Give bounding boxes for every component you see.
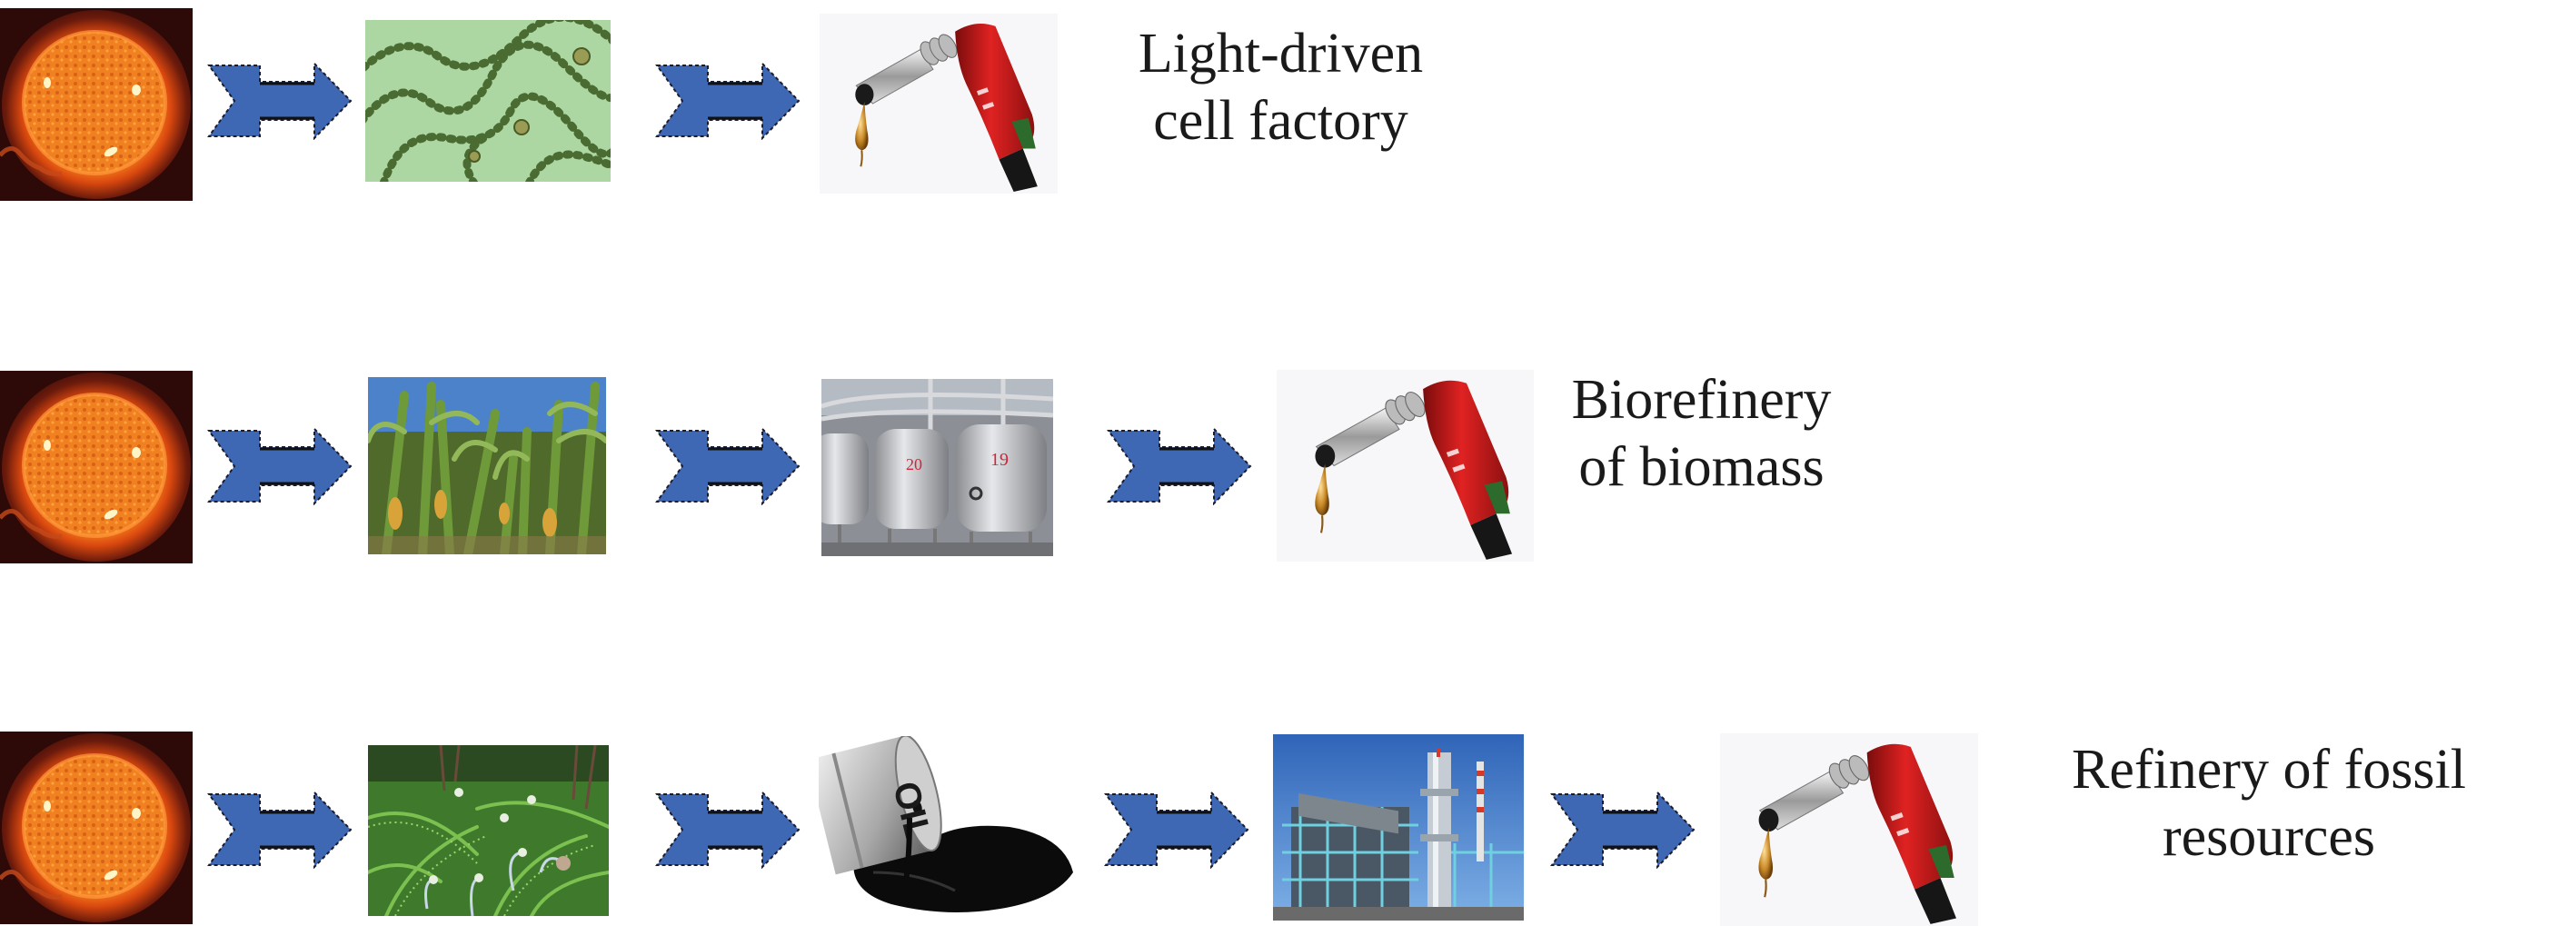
sun-icon (0, 732, 193, 924)
right-arrow-icon (655, 427, 801, 505)
label-line: resources (2162, 806, 2376, 868)
right-arrow-icon (207, 62, 353, 140)
label-line: Biorefinery (1571, 369, 1832, 431)
tank-number: 19 (990, 450, 1009, 470)
fuel-nozzle-icon (820, 14, 1058, 194)
right-arrow-icon (655, 791, 801, 869)
tank-number: 20 (906, 455, 922, 473)
corn-crop-image (368, 377, 606, 554)
row-label-light-driven: Light-driven cell factory (1110, 20, 1451, 154)
fuel-nozzle-icon (1277, 370, 1534, 562)
fuel-nozzle-icon (1720, 733, 1978, 926)
right-arrow-icon (655, 62, 801, 140)
fuel-nozzle-image (1277, 370, 1534, 562)
row-label-fossil-refinery: Refinery of fossil resources (2055, 736, 2482, 871)
fern-plants-icon (368, 745, 609, 916)
label-line: Refinery of fossil (2072, 739, 2466, 801)
microalgae-image (365, 20, 611, 182)
oil-refinery-icon (1273, 734, 1524, 921)
sun-icon (0, 8, 193, 201)
microalgae-icon (365, 20, 611, 182)
label-line: Light-driven (1138, 23, 1424, 85)
right-arrow-icon (1104, 791, 1249, 869)
fuel-nozzle-image (820, 14, 1058, 194)
fuel-nozzle-image (1720, 733, 1978, 926)
oil-barrel-image: OIL (819, 736, 1078, 918)
label-line: of biomass (1578, 436, 1825, 498)
sun-image (0, 371, 193, 563)
label-line: cell factory (1153, 90, 1408, 152)
right-arrow-icon (1107, 427, 1252, 505)
right-arrow-icon (207, 791, 353, 869)
sun-icon (0, 371, 193, 563)
sun-image (0, 732, 193, 924)
corn-crop-icon (368, 377, 606, 554)
row-label-biorefinery: Biorefinery of biomass (1554, 366, 1849, 501)
fermentation-tanks-icon: 20 19 (821, 379, 1053, 556)
right-arrow-icon (1550, 791, 1696, 869)
fermentation-tanks-image: 20 19 (821, 379, 1053, 556)
oil-refinery-image (1273, 734, 1524, 921)
right-arrow-icon (207, 427, 353, 505)
oil-barrel-icon: OIL (819, 736, 1078, 918)
sun-image (0, 8, 193, 201)
fern-plants-image (368, 745, 609, 916)
